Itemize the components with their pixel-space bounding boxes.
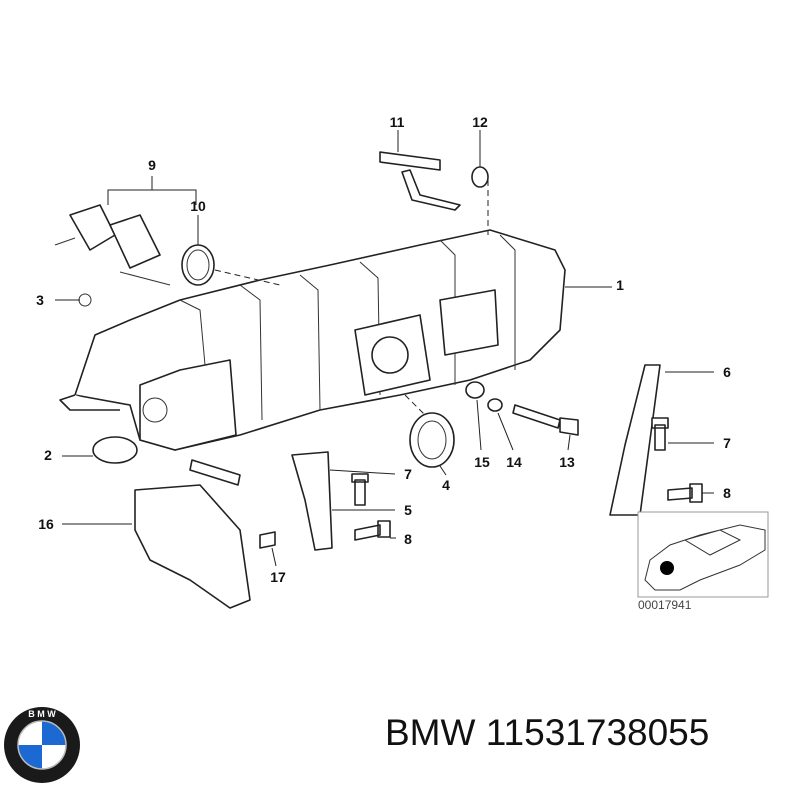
location-marker	[660, 561, 674, 575]
gasket	[92, 436, 138, 464]
brand-name: BMW	[385, 712, 476, 753]
temp-sensor	[512, 404, 579, 436]
bmw-logo: B M W	[4, 707, 80, 783]
bolt	[354, 520, 391, 541]
callout-2: 2	[44, 447, 52, 463]
callout-3: 3	[36, 292, 44, 308]
callout-15: 15	[474, 454, 490, 470]
callout-8: 8	[723, 485, 731, 501]
callout-12: 12	[472, 114, 488, 130]
part-number: 11531738055	[485, 712, 710, 753]
callout-5: 5	[404, 502, 412, 518]
callout-9: 9	[148, 157, 156, 173]
bolt	[351, 473, 369, 506]
bolt	[667, 483, 703, 503]
callout-14: 14	[506, 454, 522, 470]
leader-lines	[55, 130, 714, 567]
mounting-plate	[134, 484, 251, 609]
intake-manifold	[59, 229, 566, 451]
callout-13: 13	[559, 454, 575, 470]
bolt	[259, 531, 276, 549]
bracket-middle	[291, 451, 333, 551]
callout-10: 10	[190, 198, 206, 214]
diagram-code: 00017941	[638, 598, 692, 612]
seal-ring	[409, 412, 455, 468]
idle-valve	[54, 204, 215, 286]
stud	[189, 459, 241, 486]
callout-16: 16	[38, 516, 54, 532]
callout-11: 11	[390, 114, 405, 130]
callout-6: 6	[723, 364, 731, 380]
callout-4: 4	[442, 477, 450, 493]
callout-8: 8	[404, 531, 412, 547]
washer	[487, 398, 503, 412]
callout-17: 17	[270, 569, 286, 585]
callout-7: 7	[404, 466, 412, 482]
callout-1: 1	[616, 277, 624, 293]
sensor	[379, 151, 489, 211]
callout-7: 7	[723, 435, 731, 451]
part-title: BMW 11531738055	[385, 712, 709, 754]
bolt	[651, 417, 669, 451]
vehicle-location-inset: 00017941	[637, 511, 769, 612]
svg-text:B M W: B M W	[28, 709, 56, 719]
callout-labels: 1 2 3 4 5 6 7 7 8 8 9 10 11 12 13 14 15 …	[36, 114, 731, 585]
bracket-right	[609, 364, 661, 516]
spacer	[465, 381, 485, 399]
